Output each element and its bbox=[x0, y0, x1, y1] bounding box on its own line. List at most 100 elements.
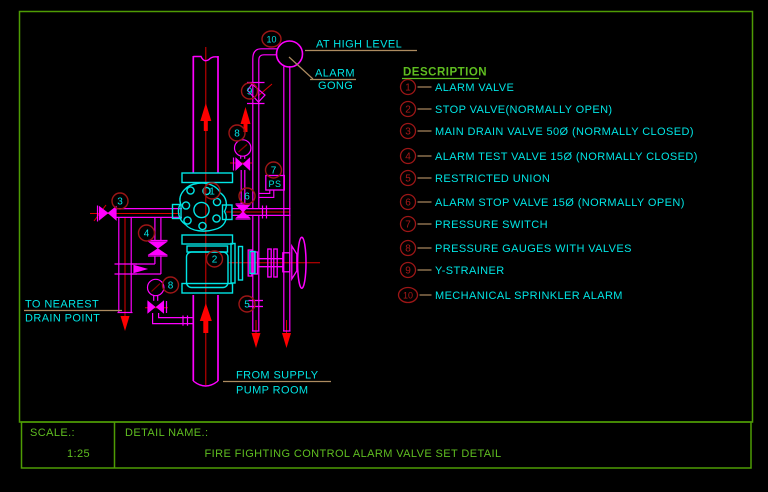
balloon-8-bottom: 8 bbox=[161, 276, 180, 294]
top-flange bbox=[181, 172, 234, 184]
legend-item-4: 4 ALARM TEST VALVE 15Ø (NORMALLY CLOSED) bbox=[399, 147, 698, 165]
svg-text:RESTRICTED UNION: RESTRICTED UNION bbox=[435, 173, 550, 185]
balloon-9: 9 bbox=[240, 82, 259, 100]
detail-name-value: FIRE FIGHTING CONTROL ALARM VALVE SET DE… bbox=[205, 448, 502, 460]
side-flange-3 bbox=[249, 250, 256, 275]
legend-title: DESCRIPTION bbox=[403, 67, 487, 79]
legend-item-1: 1 ALARM VALVE bbox=[399, 78, 514, 96]
flow-arrow-up-main-top bbox=[200, 103, 212, 131]
svg-text:7: 7 bbox=[271, 166, 277, 177]
side-gate-valve bbox=[247, 236, 307, 289]
valve-cover-bolts bbox=[181, 186, 222, 231]
svg-text:9: 9 bbox=[247, 87, 253, 98]
alarm-gong-symbol bbox=[275, 40, 304, 68]
label-from-supply: FROM SUPPLY bbox=[236, 370, 319, 382]
flow-arrow-down-gong-drain bbox=[282, 333, 291, 348]
balloon-10: 10 bbox=[261, 30, 282, 48]
right-outlet-flange bbox=[221, 204, 233, 221]
restricted-union-symbol bbox=[248, 299, 263, 308]
svg-text:ALARM STOP VALVE 15Ø (NORMALLY: ALARM STOP VALVE 15Ø (NORMALLY OPEN) bbox=[435, 197, 685, 209]
svg-text:ALARM VALVE: ALARM VALVE bbox=[435, 82, 514, 94]
balloon-1: 1 bbox=[203, 182, 221, 200]
flow-arrow-up-supply bbox=[199, 303, 212, 333]
scale-label: SCALE.: bbox=[30, 427, 75, 439]
main-drain-branch bbox=[96, 205, 182, 314]
svg-text:1: 1 bbox=[209, 187, 215, 198]
balloon-5: 5 bbox=[238, 295, 256, 313]
svg-text:3: 3 bbox=[117, 197, 123, 208]
flow-arrow-down-test-line bbox=[251, 333, 261, 348]
svg-text:4: 4 bbox=[144, 229, 150, 240]
svg-text:9: 9 bbox=[405, 266, 411, 277]
title-block: SCALE.: 1:25 DETAIL NAME.: FIRE FIGHTING… bbox=[30, 427, 501, 460]
mid-flange-plate bbox=[186, 245, 229, 253]
legend-item-7: 7 PRESSURE SWITCH bbox=[399, 215, 548, 233]
legend-item-2: 2 STOP VALVE(NORMALLY OPEN) bbox=[399, 100, 613, 118]
svg-text:3: 3 bbox=[405, 127, 411, 138]
balloon-6: 6 bbox=[238, 187, 256, 205]
label-gong: GONG bbox=[318, 80, 353, 92]
svg-text:PRESSURE SWITCH: PRESSURE SWITCH bbox=[435, 219, 548, 231]
flow-arrows bbox=[120, 103, 291, 348]
svg-text:8: 8 bbox=[168, 281, 174, 292]
legend-item-9: 9 Y-STRAINER bbox=[399, 261, 504, 279]
pressure-switch-symbol bbox=[259, 174, 285, 198]
label-at-high-level: AT HIGH LEVEL bbox=[316, 39, 402, 51]
left-outlet-flange bbox=[171, 203, 182, 220]
svg-text:7: 7 bbox=[405, 220, 411, 231]
balloon-2: 2 bbox=[205, 250, 224, 268]
alarm-valve-assembly bbox=[171, 172, 256, 294]
legend-item-8: 8 PRESSURE GAUGES WITH VALVES bbox=[399, 239, 632, 257]
legend-item-10: 10 MECHANICAL SPRINKLER ALARM bbox=[397, 286, 622, 304]
side-flange-1 bbox=[230, 242, 236, 284]
legend-item-5: 5 RESTRICTED UNION bbox=[399, 169, 550, 187]
pressure-gauge-bottom bbox=[146, 278, 194, 326]
svg-text:6: 6 bbox=[244, 192, 250, 203]
gong-drain-riser bbox=[283, 66, 291, 332]
scale-value: 1:25 bbox=[67, 448, 90, 460]
alarm-test-valve-branch bbox=[131, 217, 168, 275]
svg-text:5: 5 bbox=[244, 300, 250, 311]
svg-text:6: 6 bbox=[405, 198, 411, 209]
svg-text:8: 8 bbox=[405, 244, 411, 255]
svg-text:STOP VALVE(NORMALLY OPEN): STOP VALVE(NORMALLY OPEN) bbox=[435, 104, 613, 116]
balloon-8-top: 8 bbox=[228, 124, 246, 142]
pressure-gauge-top bbox=[232, 139, 252, 171]
svg-text:2: 2 bbox=[405, 105, 411, 116]
stop-valve-body bbox=[185, 251, 229, 289]
balloon-4: 4 bbox=[137, 224, 156, 242]
label-alarm: ALARM bbox=[315, 68, 355, 80]
valve-cover-center bbox=[193, 201, 210, 219]
svg-text:2: 2 bbox=[212, 255, 218, 266]
balloon-3: 3 bbox=[111, 192, 129, 210]
legend-item-3: 3 MAIN DRAIN VALVE 50Ø (NORMALLY CLOSED) bbox=[399, 122, 694, 140]
legend: DESCRIPTION 1 ALARM VALVE 2 STOP VALVE(N… bbox=[397, 67, 698, 304]
alarm-valve-body bbox=[177, 182, 228, 232]
top-riser-pipe bbox=[192, 55, 219, 173]
detail-name-label: DETAIL NAME.: bbox=[125, 427, 208, 439]
svg-text:5: 5 bbox=[405, 174, 411, 185]
drawing-labels: AT HIGH LEVEL ALARM GONG TO NEAREST DRAI… bbox=[25, 39, 402, 397]
label-to-nearest: TO NEAREST bbox=[25, 299, 99, 311]
flow-arrow-down-drain bbox=[120, 316, 130, 331]
label-ps: PS bbox=[269, 179, 282, 189]
piping-magenta bbox=[96, 40, 307, 387]
handwheel-icon bbox=[296, 236, 307, 289]
svg-text:MAIN DRAIN VALVE 50Ø (NORMALLY: MAIN DRAIN VALVE 50Ø (NORMALLY CLOSED) bbox=[435, 126, 694, 138]
svg-text:10: 10 bbox=[403, 291, 413, 301]
flow-arrow-up-alarm-line bbox=[240, 107, 251, 132]
svg-text:1: 1 bbox=[405, 83, 411, 94]
label-drain-point: DRAIN POINT bbox=[25, 313, 100, 325]
legend-item-6: 6 ALARM STOP VALVE 15Ø (NORMALLY OPEN) bbox=[399, 193, 685, 211]
supply-pipe bbox=[192, 295, 219, 387]
leader-lines bbox=[24, 49, 417, 383]
svg-text:4: 4 bbox=[405, 152, 411, 163]
svg-text:ALARM TEST VALVE 15Ø (NORMALLY: ALARM TEST VALVE 15Ø (NORMALLY CLOSED) bbox=[435, 151, 698, 163]
drawing-balloons: 1 2 3 4 5 6 7 8 bbox=[111, 30, 283, 313]
side-flange-2 bbox=[237, 245, 244, 281]
svg-text:PRESSURE GAUGES WITH VALVES: PRESSURE GAUGES WITH VALVES bbox=[435, 243, 632, 255]
bottom-flange bbox=[181, 282, 234, 294]
svg-text:10: 10 bbox=[266, 35, 276, 45]
